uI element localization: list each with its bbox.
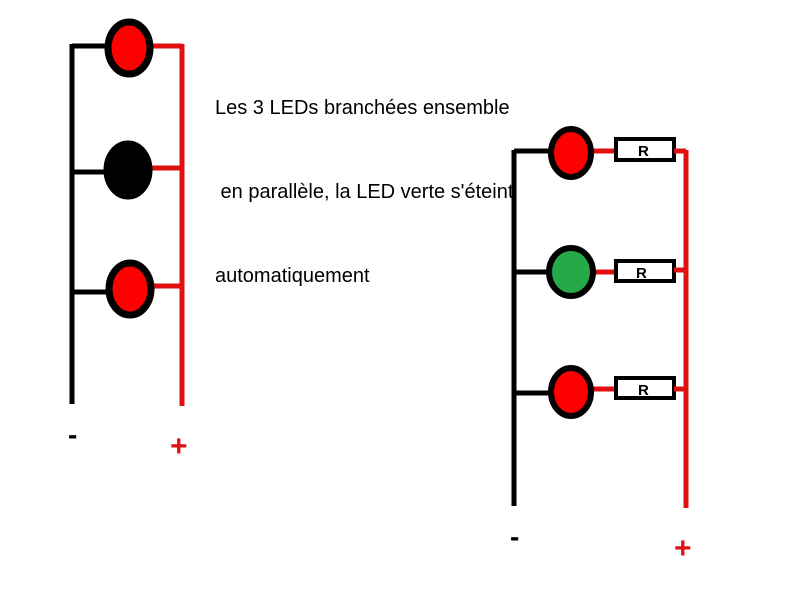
right-branch-2: R: [514, 245, 686, 299]
left-led-1: [104, 18, 154, 78]
right-minus-label: -: [510, 521, 519, 552]
left-led-3: [105, 259, 155, 319]
left-branch-3: [72, 259, 182, 319]
right-plus-label: +: [674, 532, 692, 565]
caption: Les 3 LEDs branchées ensemble en parallè…: [215, 38, 635, 318]
caption-line-1: Les 3 LEDs branchées ensemble: [215, 97, 510, 119]
left-branch-2: [72, 140, 182, 200]
right-circuit: R R R - +: [510, 126, 692, 565]
right-resistor-1-label: R: [638, 143, 649, 160]
caption-line-2: en parallèle, la LED verte s'éteint: [215, 181, 514, 203]
right-resistor-3-label: R: [638, 382, 649, 399]
left-branch-1: [72, 18, 182, 78]
caption-line-3: automatiquement: [215, 265, 370, 287]
right-branch-3: R: [514, 365, 686, 419]
left-led-2: [103, 140, 153, 200]
left-plus-label: +: [170, 430, 188, 463]
right-led-2: [546, 245, 596, 299]
left-minus-label: -: [68, 419, 77, 450]
right-led-3: [548, 365, 594, 419]
right-led-1: [548, 126, 594, 180]
left-circuit: - +: [68, 18, 188, 463]
right-branch-1: R: [514, 126, 686, 180]
right-resistor-2-label: R: [636, 265, 647, 282]
